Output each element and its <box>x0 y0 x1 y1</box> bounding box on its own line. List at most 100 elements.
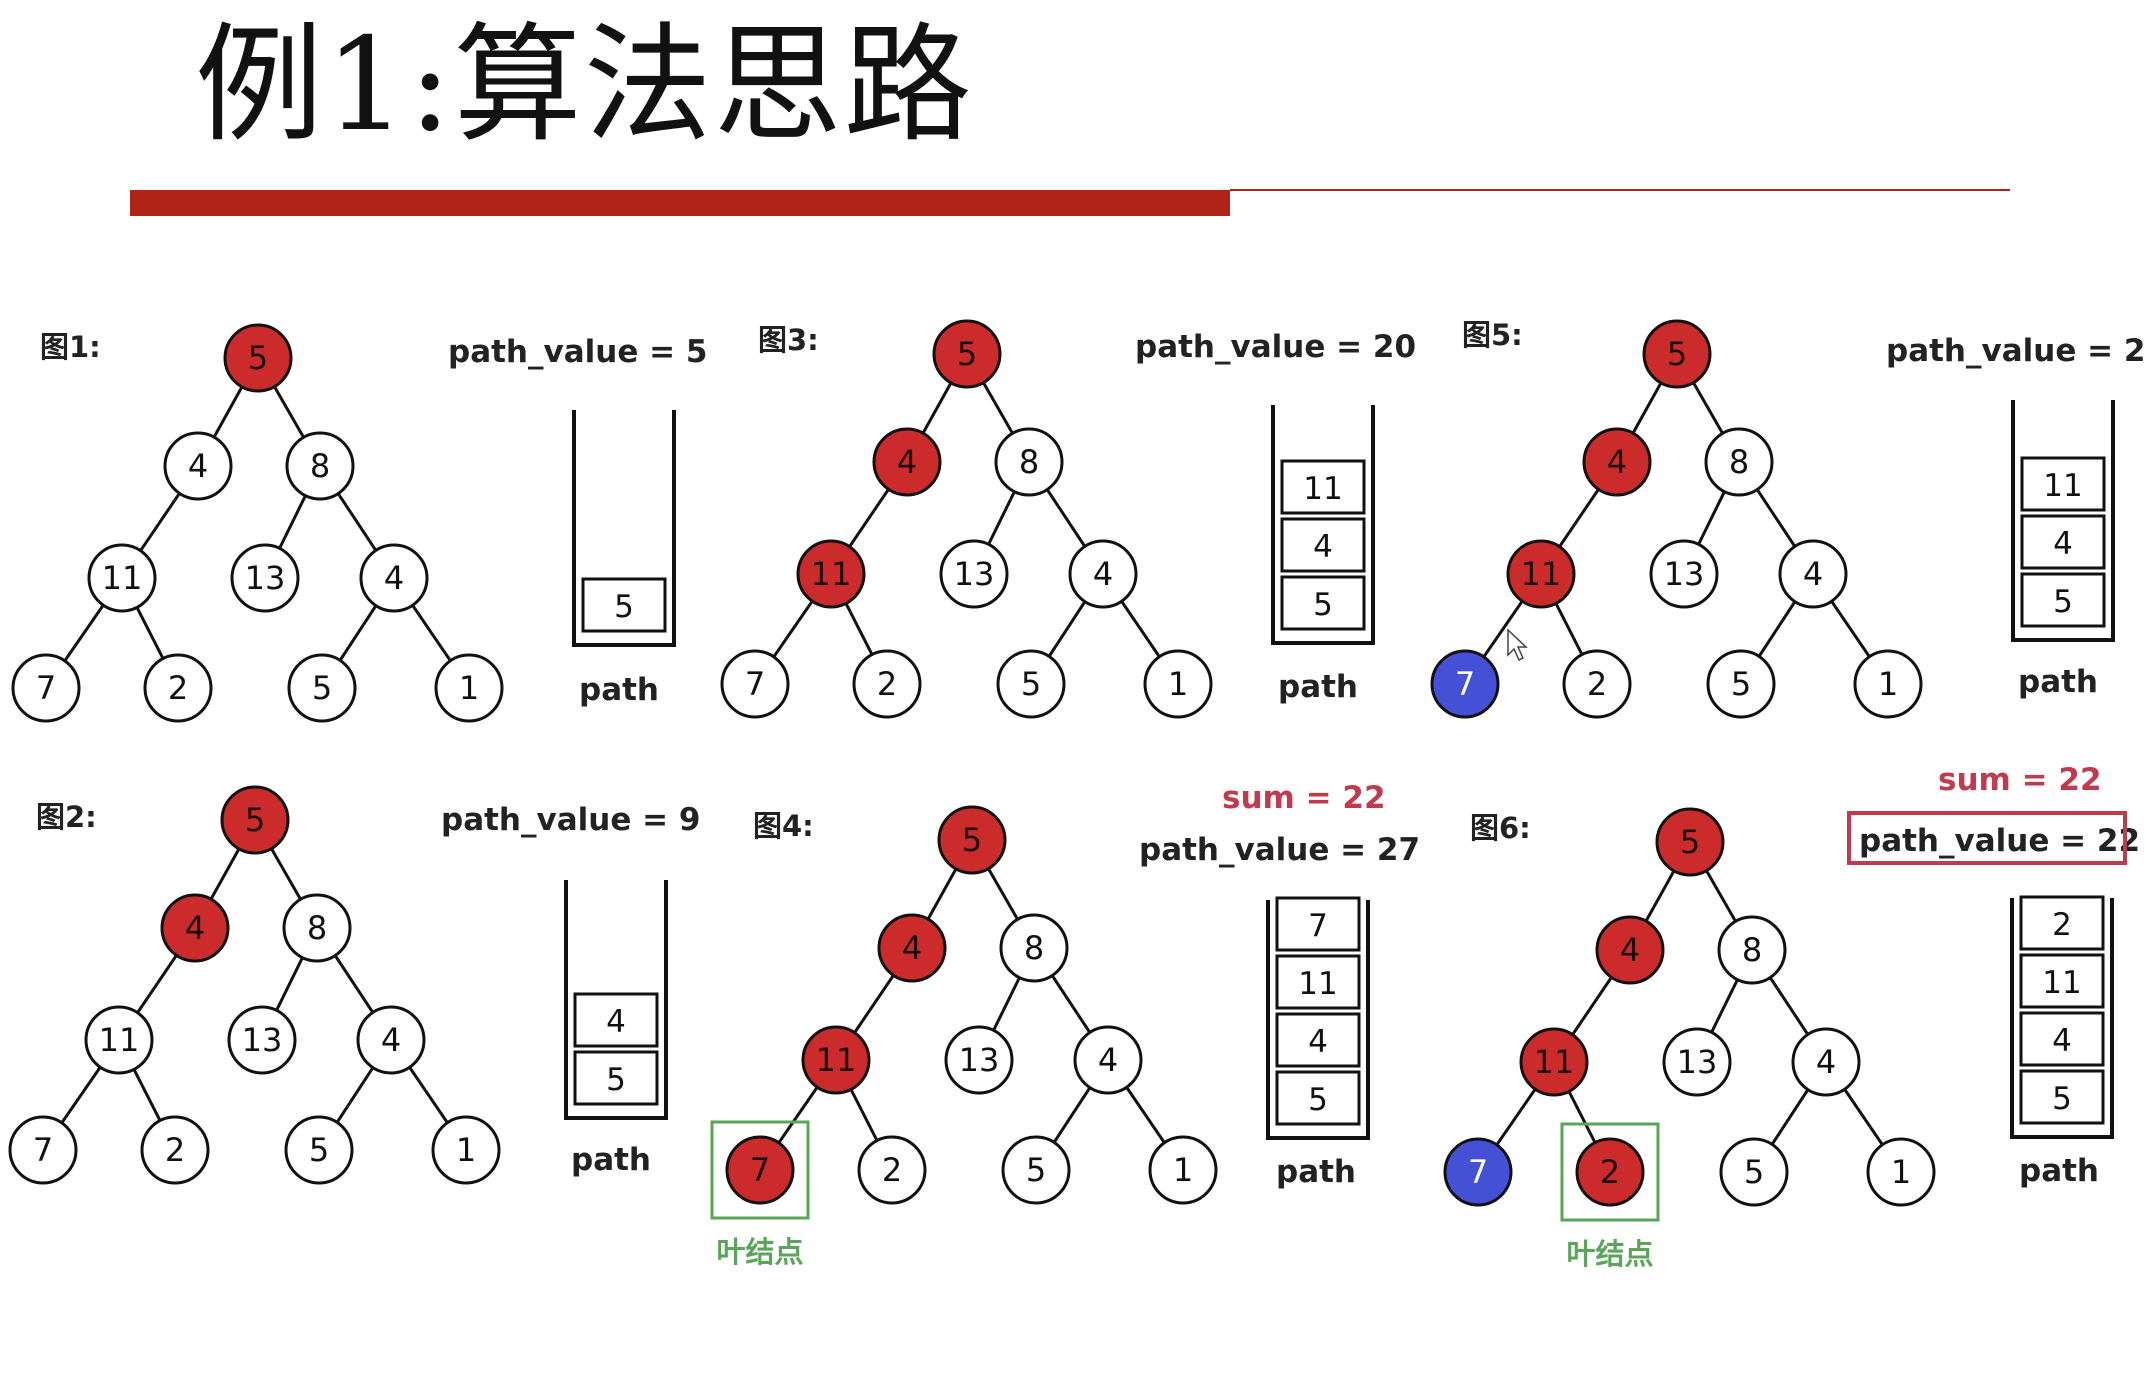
path-stack-label: path <box>2018 664 2098 700</box>
tree-node-value: 2 <box>168 669 188 707</box>
sum-target-text: sum = 22 <box>1222 780 1386 816</box>
tree-node <box>1068 539 1138 609</box>
path-stack-value: 7 <box>1308 908 1328 944</box>
tree-node-value: 1 <box>456 1131 476 1169</box>
path-stack-value: 11 <box>1298 966 1337 1002</box>
tree-node-value: 5 <box>1744 1153 1764 1191</box>
tree-node-value: 5 <box>1021 665 1041 703</box>
path-value-text: path_value = 20 <box>1135 329 1416 365</box>
path-stack-label: path <box>579 672 659 708</box>
tree-node-value: 1 <box>1173 1151 1193 1189</box>
tree-node <box>1662 1027 1732 1097</box>
tree-node <box>431 1115 501 1185</box>
tree-node-value: 11 <box>1534 1043 1575 1081</box>
tree-node <box>1582 427 1652 497</box>
path-stack-cell <box>1280 575 1366 631</box>
figure-label: 图1: <box>40 330 101 364</box>
leaf-highlight-box <box>710 1120 810 1220</box>
tree-node-value: 7 <box>1468 1153 1488 1191</box>
path-stack-value: 11 <box>1303 471 1342 507</box>
tree-node-value: 2 <box>882 1151 902 1189</box>
path-value-text: path_value = 5 <box>448 334 707 370</box>
tree-node <box>282 893 352 963</box>
figure-label: 图3: <box>758 323 819 357</box>
tree-node-value: 5 <box>1680 823 1700 861</box>
tree-node-value: 11 <box>102 559 143 597</box>
tree-node-value: 4 <box>1098 1041 1118 1079</box>
tree-node-value: 11 <box>811 555 852 593</box>
tree-node <box>1001 1135 1071 1205</box>
path-stack-value: 5 <box>1313 587 1333 623</box>
path-stack-value: 5 <box>614 589 634 625</box>
tree-node <box>999 913 1069 983</box>
path-stack-label: path <box>571 1142 651 1178</box>
path-stack-cell <box>1275 1012 1361 1068</box>
path-stack-container <box>1271 405 1375 645</box>
slide-title: 例1:算法思路 <box>195 11 974 160</box>
path-value-text: path_value = 20 <box>1886 333 2146 369</box>
path-stack-container <box>572 410 676 647</box>
tree-node <box>1575 1137 1645 1207</box>
path-stack-container <box>2010 898 2114 1139</box>
leaf-node-label: 叶结点 <box>716 1235 803 1269</box>
tree-node-value: 7 <box>36 669 56 707</box>
tree-node-value: 5 <box>1731 665 1751 703</box>
tree-node <box>1706 649 1776 719</box>
tree-node <box>944 1025 1014 1095</box>
tree-node-value: 2 <box>165 1131 185 1169</box>
path-value-text: path_value = 22 <box>1859 823 2140 859</box>
tree-node-value: 4 <box>897 443 917 481</box>
tree-node-value: 7 <box>33 1131 53 1169</box>
tree-node-value: 5 <box>309 1131 329 1169</box>
tree-node <box>872 427 942 497</box>
path-stack-cell <box>573 992 659 1048</box>
tree-node <box>932 319 1002 389</box>
path-stack-value: 11 <box>2042 965 2081 1001</box>
tree-node <box>1866 1137 1936 1207</box>
path-stack-value: 4 <box>1308 1024 1328 1060</box>
leaf-highlight-box <box>1560 1122 1660 1222</box>
tree-node-value: 7 <box>745 665 765 703</box>
figure-label: 图5: <box>1462 318 1523 352</box>
tree-node-value: 5 <box>1667 335 1687 373</box>
tree-node <box>230 543 300 613</box>
path-stack-container <box>1266 900 1370 1140</box>
tree-node-value: 8 <box>1019 443 1039 481</box>
path-stack-value: 2 <box>2052 907 2072 943</box>
tree-node <box>434 653 504 723</box>
tree-node-value: 4 <box>1607 443 1627 481</box>
tree-node <box>1719 1137 1789 1207</box>
tree-node-value: 4 <box>185 909 205 947</box>
tree-node-value: 5 <box>1026 1151 1046 1189</box>
tree-node <box>720 649 790 719</box>
tree-node <box>1642 319 1712 389</box>
tree-node <box>287 653 357 723</box>
path-stack-cell <box>1275 896 1361 952</box>
tree-node-value: 8 <box>1024 929 1044 967</box>
tree-node-value: 2 <box>1600 1153 1620 1191</box>
tree-node <box>1655 807 1725 877</box>
tree-node <box>223 323 293 393</box>
figure-label: 图4: <box>753 809 814 843</box>
title-underline-thin <box>1230 189 2010 191</box>
tree-node <box>1778 539 1848 609</box>
tree-node-value: 13 <box>954 555 995 593</box>
tree-node-value: 8 <box>307 909 327 947</box>
tree-node <box>285 431 355 501</box>
tree-node-value: 11 <box>1521 555 1562 593</box>
path-stack-value: 4 <box>606 1004 626 1040</box>
path-stack-cell <box>2020 572 2106 628</box>
tree-node-value: 8 <box>1742 931 1762 969</box>
tree-node <box>1704 427 1774 497</box>
tree-node <box>1519 1027 1589 1097</box>
path-stack-cell <box>2019 895 2105 951</box>
tree-node-value: 4 <box>902 929 922 967</box>
tree-node <box>8 1115 78 1185</box>
tree-node-value: 11 <box>816 1041 857 1079</box>
tree-node-value: 8 <box>1729 443 1749 481</box>
tree-node <box>1791 1027 1861 1097</box>
tree-node-value: 13 <box>245 559 286 597</box>
tree-node <box>801 1025 871 1095</box>
leaf-node-label: 叶结点 <box>1566 1237 1653 1271</box>
